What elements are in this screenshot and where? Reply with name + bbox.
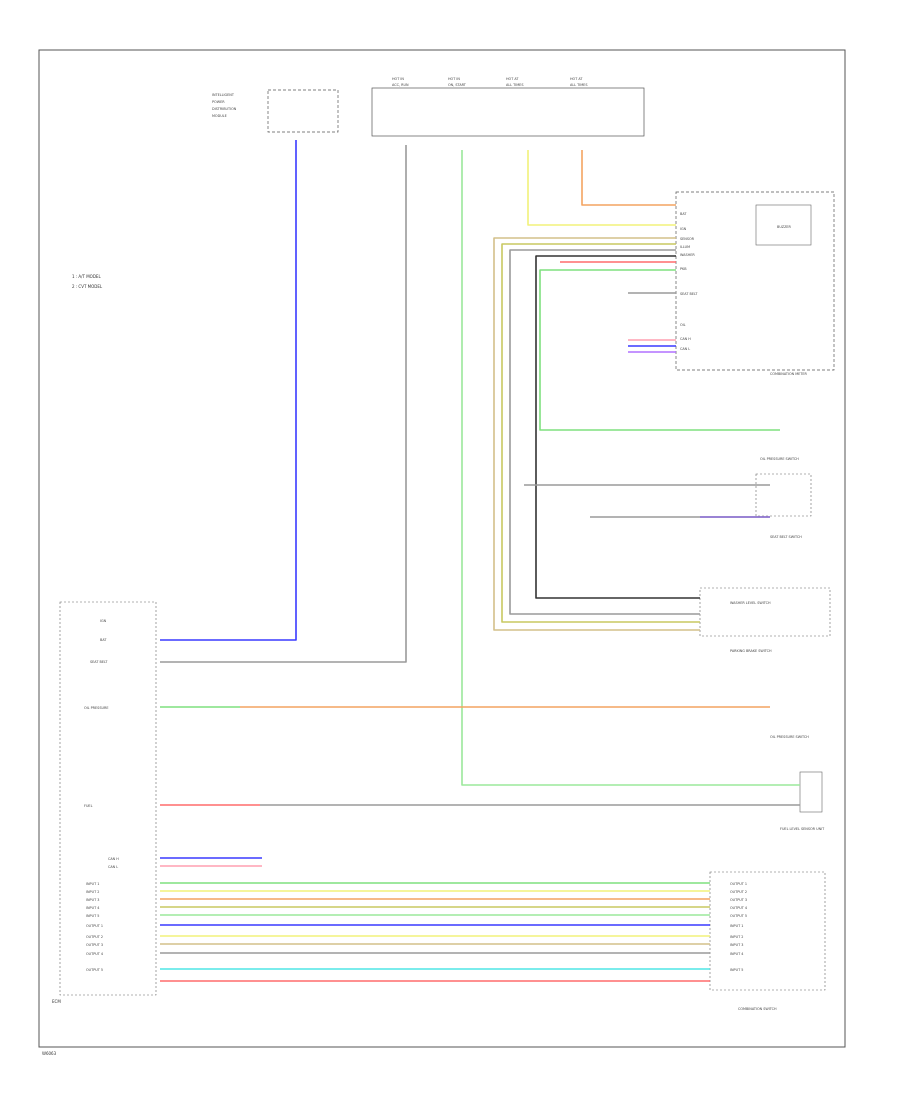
fuel-sender-box: FUEL LEVEL SENSOR UNIT (780, 771, 825, 831)
combination-switch-box: COMBINATION SWITCH (709, 871, 826, 1011)
left-pin-2: SEAT BELT (90, 660, 108, 664)
fuse2-label-1: ON, START (448, 83, 467, 87)
left-pin-7: INPUT 1 (86, 882, 99, 886)
ipdm-block: INTELLIGENT POWER DISTRIBUTION MODULE (212, 89, 339, 133)
cs-pin-4: OUTPUT 5 (730, 914, 747, 918)
cs-pin-5: INPUT 1 (730, 924, 743, 928)
right-pin-1: IGN (680, 227, 687, 231)
left-pin-labels: IGN BAT SEAT BELT OIL PRESSURE FUEL CAN … (84, 619, 119, 972)
wire-belt-olive (501, 243, 700, 623)
left-pin-14: OUTPUT 3 (86, 943, 103, 947)
ecm-label: ECM (52, 999, 61, 1004)
right-pin-4: WASHER (680, 253, 695, 257)
right-pin-labels: BAT IGN SENSOR ILLUM WASHER PKB SEAT BEL… (680, 212, 698, 351)
ipdm-label-3: MODULE (212, 114, 227, 118)
left-pin-10: INPUT 4 (86, 906, 99, 910)
left-pin-4: FUEL (84, 804, 93, 808)
buzzer-label: BUZZER (777, 225, 792, 229)
wire-belt-tan (493, 237, 700, 631)
ecm-box: ECM (52, 601, 157, 1004)
fuse4-label-1: ALL TIMES (570, 83, 587, 87)
oil-lower-label: OIL PRESSURE SWITCH (770, 735, 809, 739)
fuse4-label-0: HOT AT (570, 77, 583, 81)
left-pin-6: CAN L (108, 865, 118, 869)
cs-pin-6: INPUT 2 (730, 935, 743, 939)
left-pin-8: INPUT 2 (86, 890, 99, 894)
cs-pin-2: OUTPUT 3 (730, 898, 747, 902)
wire-ipdm-blue (160, 140, 297, 641)
right-pin-5: PKB (680, 267, 687, 271)
wire-fuse2-green (461, 150, 800, 786)
cs-pin-8: INPUT 4 (730, 952, 743, 956)
left-pin-11: INPUT 5 (86, 914, 99, 918)
fuel-sender-label: FUEL LEVEL SENSOR UNIT (780, 827, 825, 831)
wires (160, 140, 800, 982)
seat-belt-label: SEAT BELT SWITCH (770, 535, 802, 539)
right-pin-7: OIL (680, 323, 686, 327)
ipdm-label-2: DISTRIBUTION (212, 107, 237, 111)
wire-fuse3-yellow (527, 150, 676, 226)
left-pin-9: INPUT 3 (86, 898, 99, 902)
ipdm-label-0: INTELLIGENT (212, 93, 235, 97)
combination-meter-label: COMBINATION METER (770, 372, 808, 376)
right-pin-3: ILLUM (680, 245, 690, 249)
washer-level-label: WASHER LEVEL SWITCH (730, 601, 771, 605)
cs-pin-labels: OUTPUT 1 OUTPUT 2 OUTPUT 3 OUTPUT 4 OUTP… (730, 882, 747, 972)
note-1: 1 : A/T MODEL (72, 274, 101, 279)
left-pin-1: BAT (100, 638, 107, 642)
right-pin-8: CAN H (680, 337, 691, 341)
cs-pin-7: INPUT 3 (730, 943, 743, 947)
cs-pin-0: OUTPUT 1 (730, 882, 747, 886)
footer-code: W6063 (42, 1051, 57, 1056)
wire-fuse1 (160, 145, 407, 663)
cs-pin-3: OUTPUT 4 (730, 906, 747, 910)
left-pin-15: OUTPUT 4 (86, 952, 103, 956)
right-pin-0: BAT (680, 212, 687, 216)
oil-pressure-label: OIL PRESSURE SWITCH (760, 457, 799, 461)
oil-pressure-lower: OIL PRESSURE SWITCH (770, 735, 809, 739)
fuse2-label-0: HOT IN (448, 77, 460, 81)
left-pin-16: OUTPUT 5 (86, 968, 103, 972)
fuse1-label-1: ACC, RUN (392, 83, 409, 87)
left-pin-3: OIL PRESSURE (84, 706, 108, 710)
right-pin-2: SENSOR (680, 237, 695, 241)
left-pin-13: OUTPUT 2 (86, 935, 103, 939)
wire-black-loop (535, 255, 700, 599)
right-pin-6: SEAT BELT (680, 292, 698, 296)
notes: 1 : A/T MODEL 2 : CVT MODEL (72, 274, 103, 289)
washer-level-box: WASHER LEVEL SWITCH PARKING BRAKE SWITCH (699, 587, 831, 653)
wire-gray-loop (509, 249, 700, 615)
fuse-box: HOT IN ACC, RUN HOT IN ON, START HOT AT … (371, 77, 645, 137)
wire-green-oil (539, 269, 780, 431)
cs-pin-1: OUTPUT 2 (730, 890, 747, 894)
seat-belt-box: SEAT BELT SWITCH (755, 473, 812, 539)
fuse3-label-1: ALL TIMES (506, 83, 523, 87)
wire-fuse4-orange (581, 150, 676, 206)
combination-meter-box: COMBINATION METER BUZZER (675, 191, 835, 376)
note-2: 2 : CVT MODEL (72, 284, 103, 289)
left-pin-5: CAN H (108, 857, 119, 861)
diagram-frame (38, 49, 846, 1048)
ipdm-label-1: POWER (212, 100, 225, 104)
fuse1-label-0: HOT IN (392, 77, 404, 81)
cs-pin-9: INPUT 5 (730, 968, 743, 972)
parking-brake-label: PARKING BRAKE SWITCH (730, 649, 772, 653)
combination-switch-label: COMBINATION SWITCH (738, 1007, 777, 1011)
fuse3-label-0: HOT AT (506, 77, 519, 81)
oil-pressure-switch-right: OIL PRESSURE SWITCH (760, 457, 799, 461)
left-pin-12: OUTPUT 1 (86, 924, 103, 928)
left-pin-0: IGN (100, 619, 107, 623)
right-pin-9: CAN L (680, 347, 690, 351)
